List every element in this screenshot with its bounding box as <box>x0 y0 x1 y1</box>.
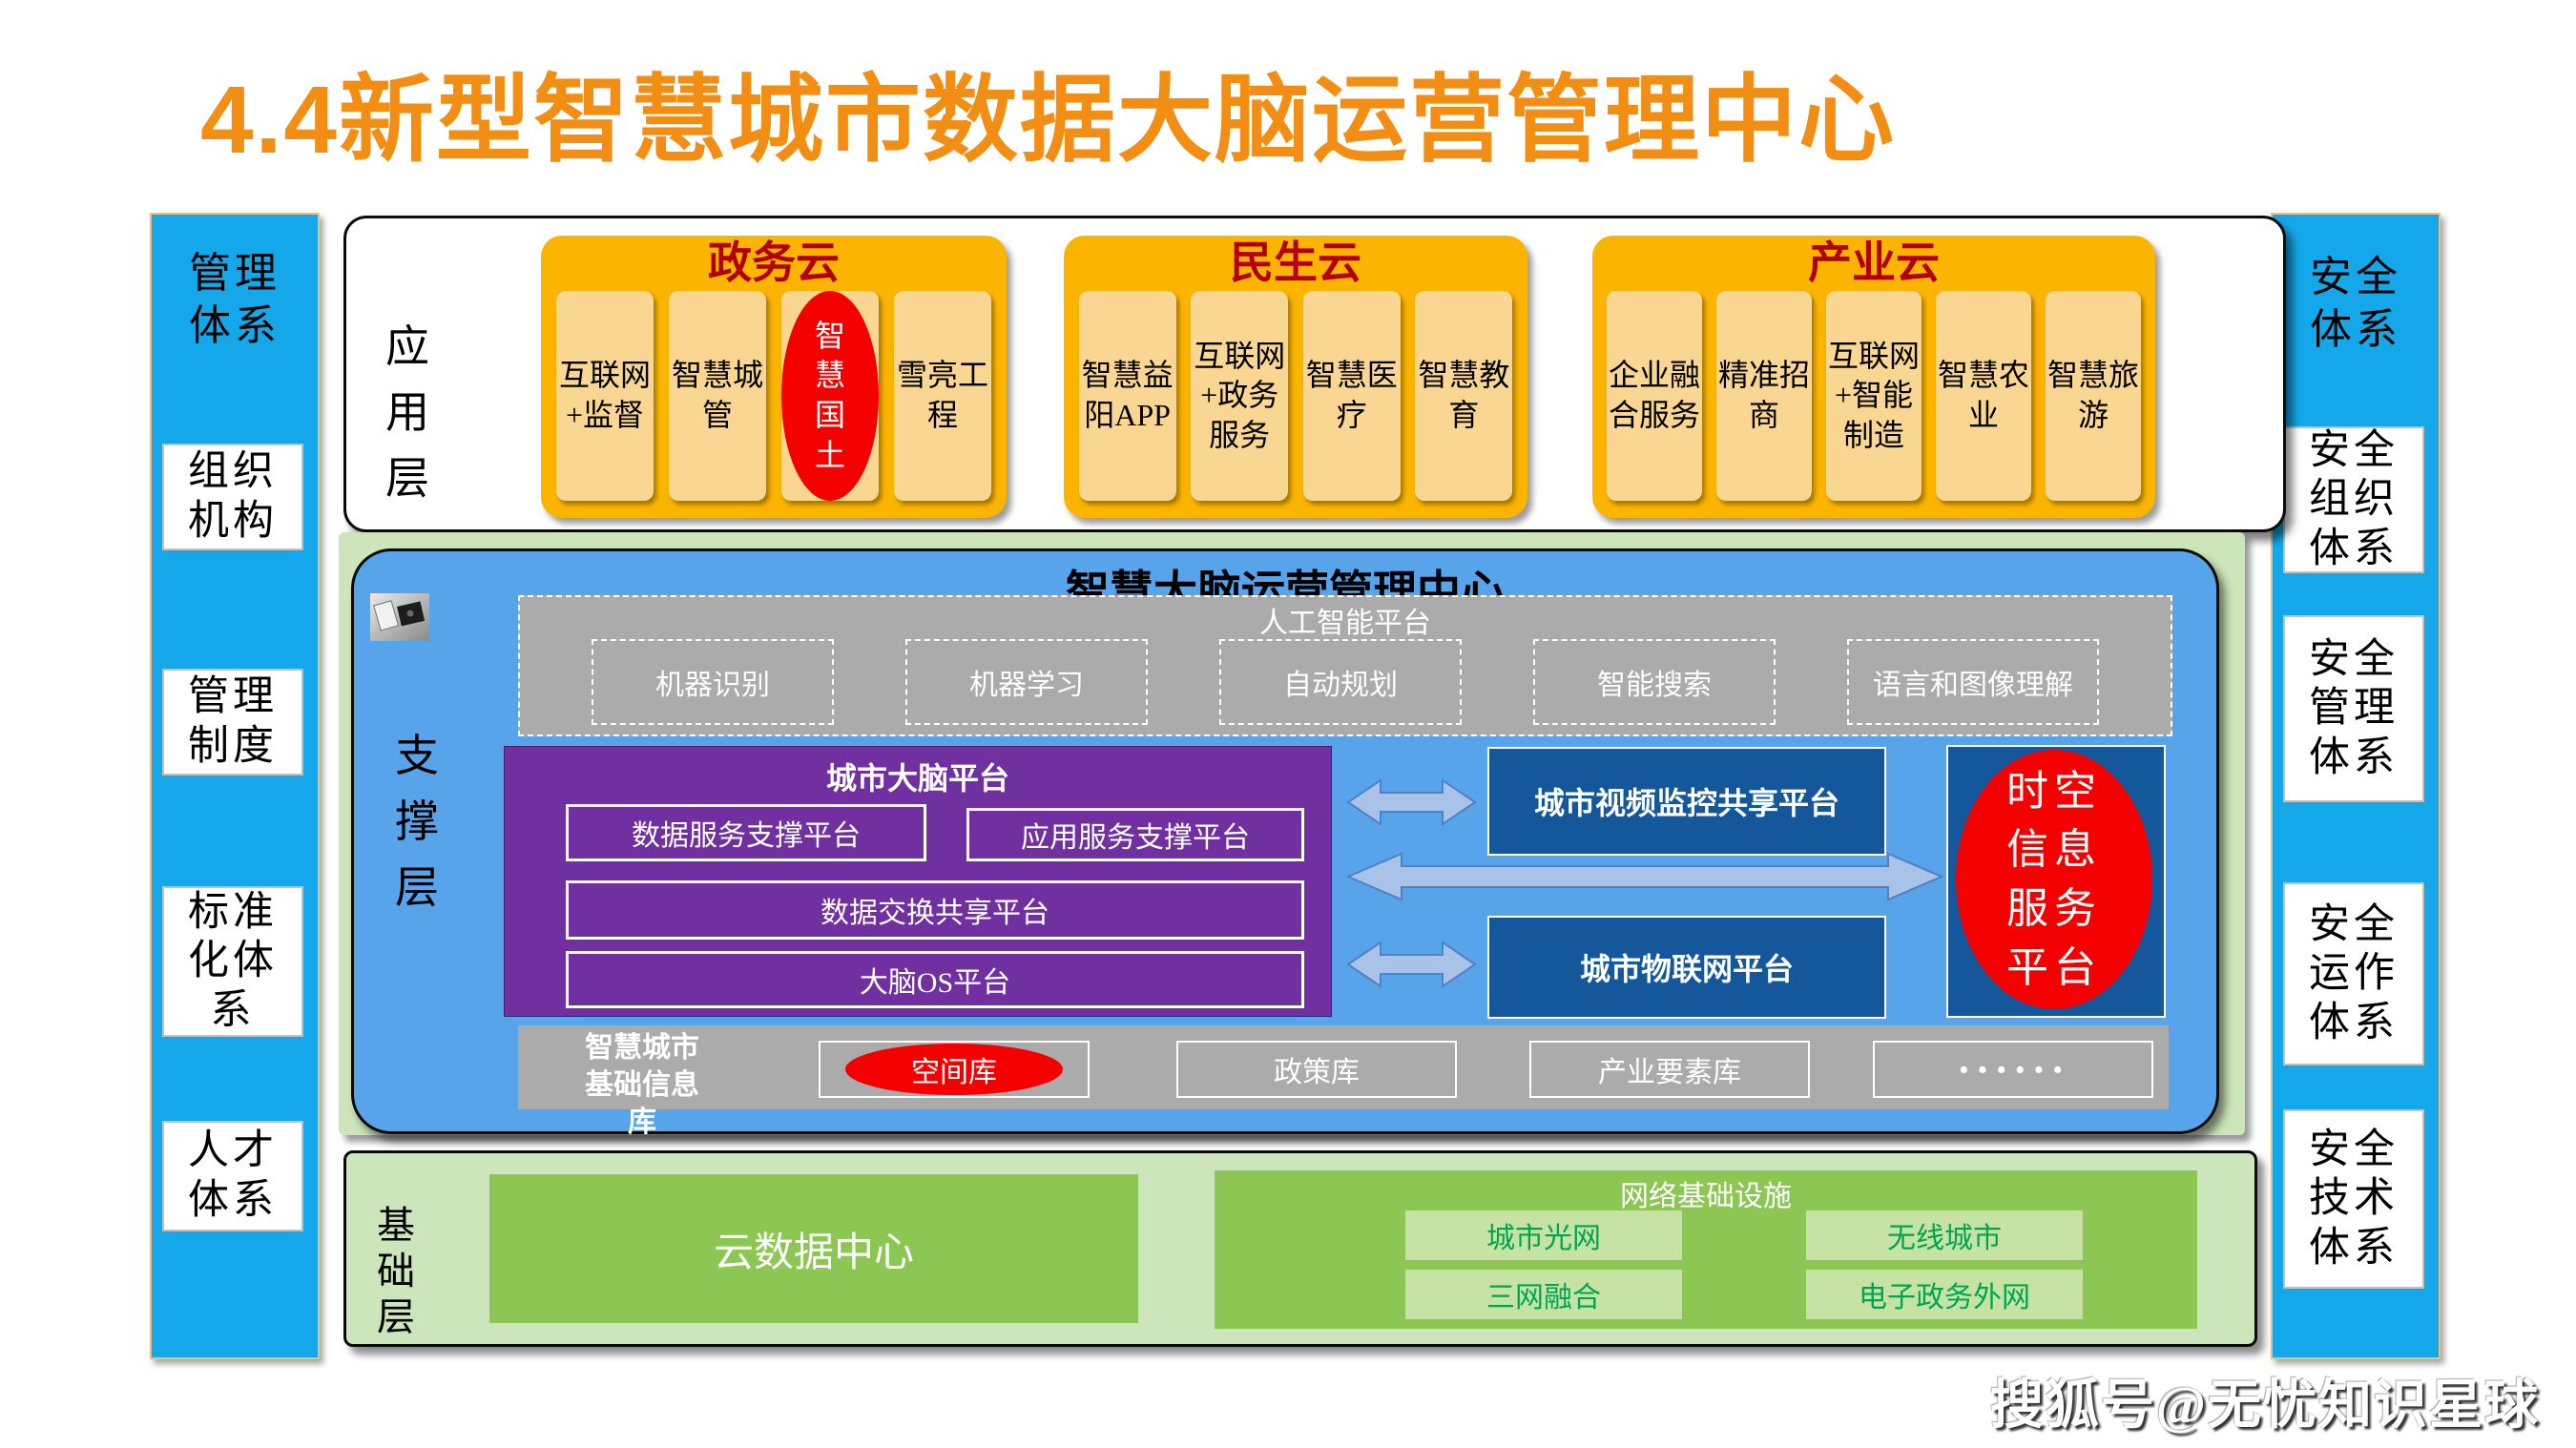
network-infrastructure-panel: 网络基础设施 城市光网 无线城市 三网融合 电子政务外网 <box>1215 1170 2197 1329</box>
application-layer-label: 应用层 <box>385 322 429 503</box>
cloud-group-title: 产业云 <box>1808 238 1940 287</box>
cloud-apps-row: 企业融合服务 精准招商 互联网+智能制造 智慧农业 智慧旅游 <box>1592 291 2155 518</box>
ai-item: 自动规划 <box>1219 639 1462 725</box>
network-item: 三网融合 <box>1405 1270 1682 1319</box>
brain-sub-platform: 数据服务支撑平台 <box>566 804 926 861</box>
network-item: 电子政务外网 <box>1806 1270 2083 1319</box>
sidebar-item-standardization: 标准化体系 <box>162 886 303 1037</box>
brain-sub-platform: 大脑OS平台 <box>566 951 1304 1008</box>
network-item: 无线城市 <box>1806 1210 2083 1260</box>
app-item: 智慧农业 <box>1936 291 2031 501</box>
app-item: 雪亮工程 <box>894 291 991 501</box>
ai-platform-title: 人工智能平台 <box>1259 608 1431 639</box>
watermark: 搜狐号@无忧知识星球 <box>1989 1376 2540 1436</box>
spacetime-platform-box: 时空信息服务平台 <box>1946 745 2166 1018</box>
app-item: 智慧旅游 <box>2046 291 2141 501</box>
iot-platform-box: 城市物联网平台 <box>1487 916 1886 1019</box>
sidebar-item-security-mgmt: 安全管理体系 <box>2283 615 2424 802</box>
brain-sub-platform: 数据交换共享平台 <box>566 880 1304 940</box>
base-layer-label: 基础层 <box>377 1204 415 1338</box>
double-arrow-icon <box>1346 852 1943 901</box>
chip-photo-icon <box>370 593 429 641</box>
city-brain-panel: 城市大脑平台 数据服务支撑平台 应用服务支撑平台 数据交换共享平台 大脑OS平台 <box>504 746 1332 1017</box>
cloud-group-livelihood: 民生云 智慧益阳APP 互联网+政务服务 智慧医疗 智慧教育 <box>1064 236 1527 518</box>
left-sidebar: 管理体系 组织机构 管理制度 标准化体系 人才体系 <box>150 213 320 1359</box>
brain-sub-platform: 应用服务支撑平台 <box>966 808 1304 861</box>
app-item: 精准招商 <box>1716 291 1812 501</box>
brain-center-panel: 智慧大脑运营管理中心 支撑层 人工智能平台 机器识别 机器学习 <box>351 548 2219 1138</box>
ai-item: 机器学习 <box>905 639 1148 725</box>
app-item: 智慧教育 <box>1415 291 1513 501</box>
cloud-data-center-box: 云数据中心 <box>489 1174 1138 1323</box>
highlight-ellipse <box>781 291 879 501</box>
support-layer-band: 智慧大脑运营管理中心 支撑层 人工智能平台 机器识别 机器学习 <box>339 532 2245 1138</box>
app-item: 智慧益阳APP <box>1078 291 1176 501</box>
page-title: 4.4新型智慧城市数据大脑运营管理中心 <box>200 67 1897 174</box>
app-item: 智慧城管 <box>669 291 766 501</box>
db-item: 产业要素库 <box>1529 1041 1810 1098</box>
spacetime-ellipse: 时空信息服务平台 <box>1956 750 2152 1009</box>
support-layer-label: 支撑层 <box>395 732 439 912</box>
db-item-highlighted: 空间库 <box>819 1041 1090 1098</box>
cloud-group-government: 政务云 互联网+监督 智慧城管 智慧国土 雪亮工程 <box>541 236 1007 518</box>
ai-item: 语言和图像理解 <box>1847 639 2099 725</box>
right-sidebar-header: 安全体系 <box>2309 254 2401 353</box>
city-brain-title: 城市大脑平台 <box>825 761 1009 796</box>
city-database-row: 智慧城市基础信息库 空间库 政策库 产业要素库 ······ <box>518 1025 2169 1138</box>
cloud-group-title: 政务云 <box>708 238 840 287</box>
app-item: 互联网+智能制造 <box>1826 291 1922 501</box>
network-infrastructure-title: 网络基础设施 <box>1620 1181 1792 1212</box>
video-platform-box: 城市视频监控共享平台 <box>1487 747 1886 856</box>
ai-item: 机器识别 <box>592 639 834 725</box>
application-layer-panel: 应用层 政务云 互联网+监督 智慧城管 智慧国土 雪亮工程 民生云 智慧益阳AP… <box>343 216 2286 532</box>
double-arrow-icon <box>1346 777 1477 828</box>
ai-platform-panel: 人工智能平台 机器识别 机器学习 自动规划 智能搜索 语言和图像理解 <box>518 595 2172 736</box>
city-database-label: 智慧城市基础信息库 <box>585 1032 699 1138</box>
ai-item: 智能搜索 <box>1533 639 1776 725</box>
left-sidebar-header: 管理体系 <box>188 250 280 349</box>
app-item: 互联网+政务服务 <box>1191 291 1289 501</box>
cloud-apps-row: 互联网+监督 智慧城管 智慧国土 雪亮工程 <box>541 291 1007 518</box>
sidebar-item-security-org: 安全组织体系 <box>2283 426 2424 573</box>
network-item: 城市光网 <box>1405 1210 1682 1260</box>
cloud-group-industry: 产业云 企业融合服务 精准招商 互联网+智能制造 智慧农业 智慧旅游 <box>1592 236 2155 518</box>
base-layer-panel: 基础层 云数据中心 网络基础设施 城市光网 无线城市 三网融合 电子政务外网 <box>343 1150 2257 1347</box>
right-sidebar: 安全体系 安全组织体系 安全管理体系 安全运作体系 安全技术体系 <box>2271 213 2441 1359</box>
double-arrow-icon <box>1346 940 1477 990</box>
ai-items-row: 机器识别 机器学习 自动规划 智能搜索 语言和图像理解 <box>520 639 2171 725</box>
app-item-highlighted: 智慧国土 <box>781 291 879 501</box>
sidebar-item-security-ops: 安全运作体系 <box>2283 882 2424 1065</box>
sidebar-item-talent: 人才体系 <box>162 1121 303 1231</box>
db-item: 政策库 <box>1176 1041 1457 1098</box>
cloud-apps-row: 智慧益阳APP 互联网+政务服务 智慧医疗 智慧教育 <box>1064 291 1527 518</box>
sidebar-item-organization: 组织机构 <box>162 444 303 550</box>
sidebar-item-management-rules: 管理制度 <box>162 669 303 776</box>
cloud-group-title: 民生云 <box>1230 238 1361 287</box>
app-item: 智慧医疗 <box>1302 291 1401 501</box>
sidebar-item-security-tech: 安全技术体系 <box>2283 1109 2424 1289</box>
app-item: 互联网+监督 <box>556 291 654 501</box>
app-item: 企业融合服务 <box>1607 291 1702 501</box>
highlight-ellipse <box>845 1044 1063 1095</box>
db-item-more: ······ <box>1873 1041 2153 1098</box>
